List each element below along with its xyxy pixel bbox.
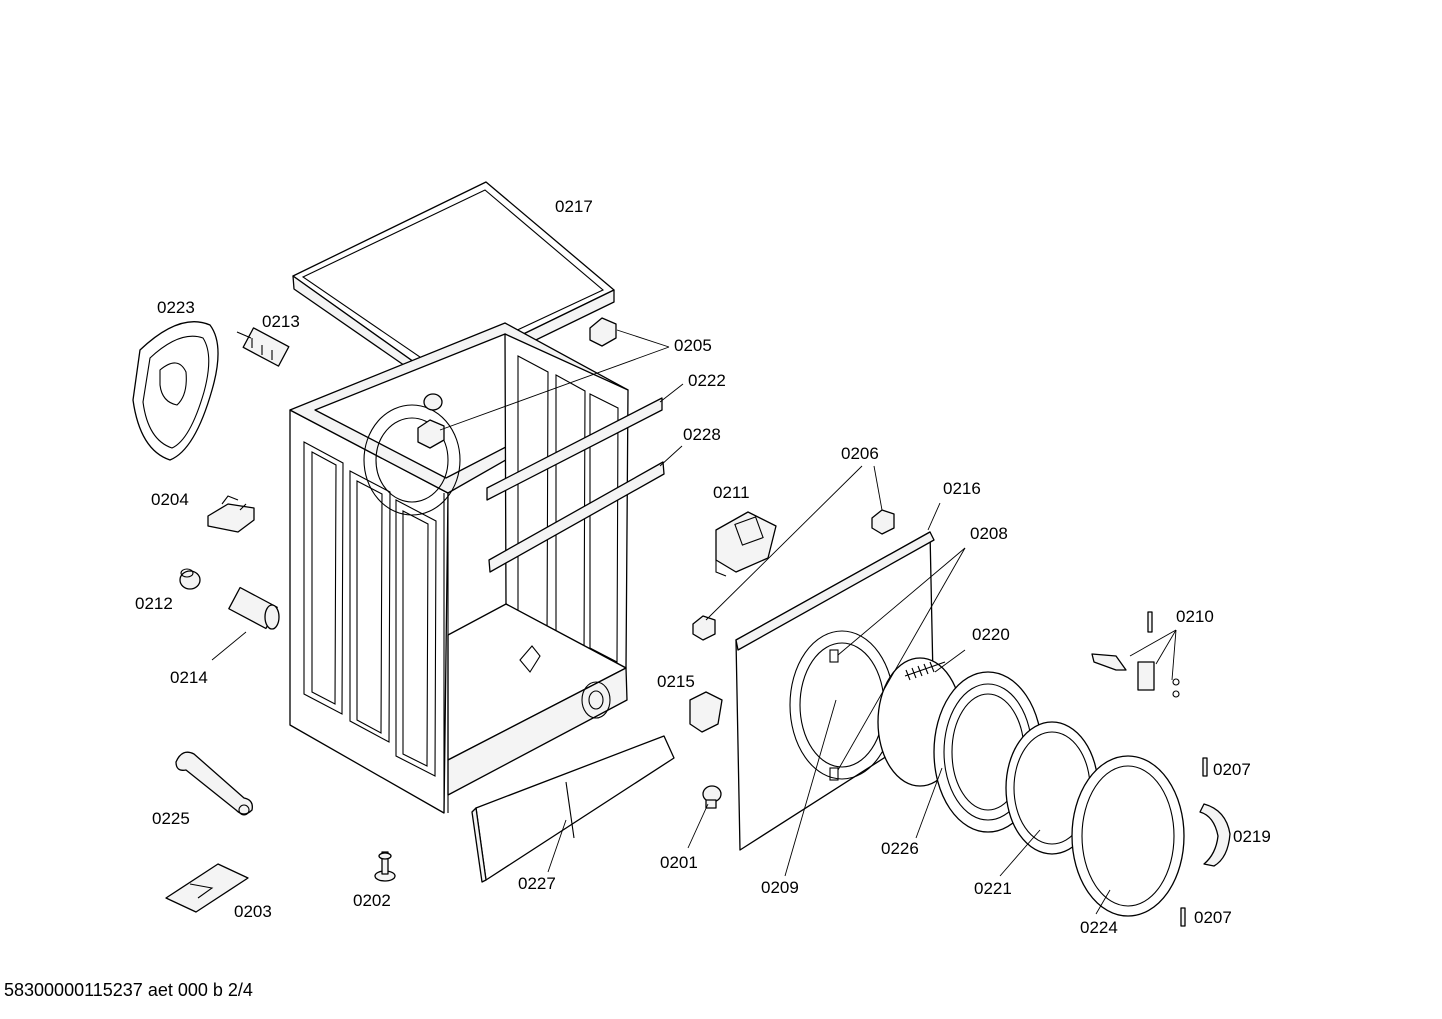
plinth-0227	[471, 735, 675, 883]
front-panel-0216	[735, 531, 935, 851]
label-0225: 0225	[152, 809, 190, 828]
label-0212: 0212	[135, 594, 173, 613]
label-0207-bottom: 0207	[1194, 908, 1232, 927]
label-0207-top: 0207	[1213, 760, 1251, 779]
label-0208: 0208	[970, 524, 1008, 543]
clip-0205	[417, 317, 617, 449]
label-0214: 0214	[170, 668, 208, 687]
label-0222: 0222	[688, 371, 726, 390]
label-0227: 0227	[518, 874, 556, 893]
cabinet-frame	[289, 322, 629, 814]
shim-plate-0203	[165, 863, 249, 913]
hinge-parts-0210	[1091, 611, 1180, 698]
label-0205: 0205	[674, 336, 712, 355]
cross-brace-0222	[486, 397, 663, 501]
valve-0201	[702, 785, 722, 809]
label-0215: 0215	[657, 672, 695, 691]
valve-0213	[236, 327, 290, 367]
label-0228: 0228	[683, 425, 721, 444]
motor-0214	[228, 586, 280, 630]
label-0202: 0202	[353, 891, 391, 910]
label-0213: 0213	[262, 312, 300, 331]
label-0201: 0201	[660, 853, 698, 872]
button-0212	[179, 568, 201, 590]
label-0206: 0206	[841, 444, 879, 463]
label-0223: 0223	[157, 298, 195, 317]
label-0217: 0217	[555, 197, 593, 216]
label-0203: 0203	[234, 902, 272, 921]
label-0216: 0216	[943, 479, 981, 498]
label-0209: 0209	[761, 878, 799, 897]
clip-0204	[207, 495, 255, 533]
document-reference: 58300000115237 aet 000 b 2/4	[4, 980, 253, 1000]
door-ring-0224	[1071, 755, 1185, 917]
label-0210: 0210	[1176, 607, 1214, 626]
label-0224: 0224	[1080, 918, 1118, 937]
door-lock-0211	[715, 511, 777, 577]
part-labels: 0217 0223 0213 0205 0222 0228 0206 0216 …	[135, 197, 1271, 937]
label-0226: 0226	[881, 839, 919, 858]
spanner-0225	[175, 751, 253, 816]
label-0204: 0204	[151, 490, 189, 509]
door-handle-0219	[1199, 803, 1231, 867]
hinge-0206	[692, 509, 895, 641]
rear-cover-0223	[132, 321, 219, 461]
switch-0215	[689, 691, 723, 733]
leader-lines	[211, 329, 1177, 915]
pin-0207	[1180, 757, 1208, 927]
label-0220: 0220	[972, 625, 1010, 644]
cross-brace-0228	[488, 461, 665, 573]
label-0221: 0221	[974, 879, 1012, 898]
foot-0202	[374, 851, 396, 882]
label-0219: 0219	[1233, 827, 1271, 846]
label-0211: 0211	[713, 483, 750, 502]
